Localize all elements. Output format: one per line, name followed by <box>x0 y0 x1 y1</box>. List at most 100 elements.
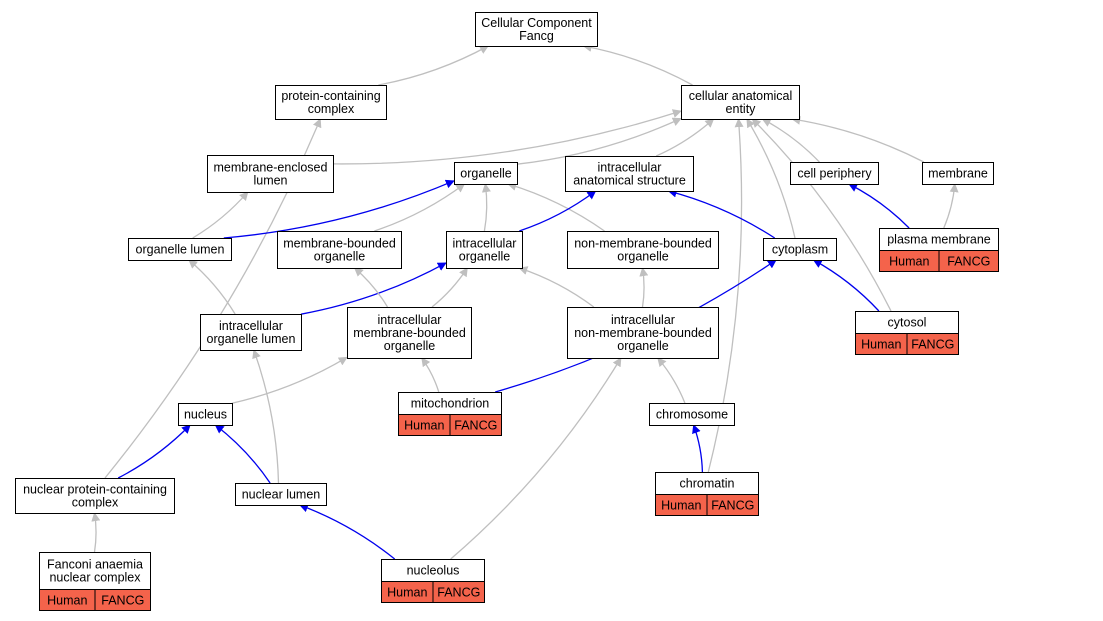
edge-is-a-orglumen-to-mel <box>192 191 249 239</box>
node-organelle[interactable]: organelle <box>454 162 518 185</box>
gene-badge: FANCG <box>938 250 999 272</box>
node-box <box>649 403 735 426</box>
node-label-line: membrane-bounded <box>283 237 396 251</box>
node-label-line: organelle lumen <box>207 332 296 346</box>
edge-is-a-ias-to-cae <box>655 118 715 157</box>
node-label-line: organelle <box>460 167 511 181</box>
node-box <box>128 238 232 261</box>
node-box <box>565 156 694 192</box>
node-box <box>567 307 719 359</box>
gene-badge: FANCG <box>432 581 485 603</box>
edge-part-of-cytoplasm-to-ias <box>667 188 776 239</box>
node-box <box>922 162 994 185</box>
node-nucleus[interactable]: nucleus <box>178 403 233 426</box>
edge-part-of-npcc-to-nucleus <box>117 424 191 479</box>
node-box <box>277 231 402 269</box>
edge-is-a-mito-to-imbo <box>421 357 440 393</box>
node-box <box>454 162 518 185</box>
gene-badge: FANCG <box>94 589 151 611</box>
node-label-line: membrane <box>928 167 988 181</box>
node-label-line: chromatin <box>680 477 735 491</box>
node-inmbo[interactable]: intracellularnon-membrane-boundedorganel… <box>567 307 719 359</box>
node-label-line: cytosol <box>888 316 927 330</box>
edge-part-of-io-to-ias <box>519 190 597 232</box>
node-chromosome[interactable]: chromosome <box>649 403 735 426</box>
edge-is-a-io-to-organelle <box>481 183 491 232</box>
node-box <box>178 403 233 426</box>
edge-is-a-nl-to-iol <box>252 349 280 484</box>
node-label-line: organelle <box>384 339 435 353</box>
node-box <box>567 231 719 269</box>
node-box <box>347 307 472 359</box>
node-cytoplasm[interactable]: cytoplasm <box>763 238 837 261</box>
edge-is-a-inmbo-to-io <box>518 266 595 308</box>
edge-is-a-mel-to-cae <box>332 109 682 165</box>
node-membrane[interactable]: membrane <box>922 162 994 185</box>
node-label-line: organelle <box>314 250 365 264</box>
species-badge: Human <box>879 250 940 272</box>
species-badge: Human <box>398 414 451 436</box>
node-box <box>681 85 800 120</box>
node-cellper[interactable]: cell periphery <box>790 162 879 185</box>
node-box <box>763 238 837 261</box>
node-label-line: membrane-bounded <box>353 326 466 340</box>
node-label-line: intracellular <box>453 237 517 251</box>
species-badge: Human <box>855 333 908 355</box>
svg-text:Human: Human <box>47 594 87 608</box>
node-box <box>200 314 302 351</box>
node-box <box>275 85 387 120</box>
node-label-line: nucleus <box>184 408 227 422</box>
edge-is-a-mbo-to-organelle <box>374 183 466 232</box>
edge-is-a-cellper-to-cae <box>761 118 820 163</box>
edge-part-of-nucleolus-to-nl <box>298 503 396 560</box>
edge-is-a-pcc-to-root <box>378 45 489 86</box>
edge-part-of-chromatin-to-chromosome <box>692 424 704 473</box>
svg-text:Human: Human <box>387 586 427 600</box>
node-label-line: chromosome <box>656 408 728 422</box>
node-label-line: lumen <box>253 174 287 188</box>
node-label-line: organelle <box>617 250 668 264</box>
gene-badge: FANCG <box>906 333 959 355</box>
species-badge: Human <box>655 494 708 516</box>
node-label-line: membrane-enclosed <box>214 161 328 175</box>
node-label-line: intracellular <box>611 313 675 327</box>
node-label-line: nuclear lumen <box>242 488 321 502</box>
node-label-line: anatomical structure <box>573 174 686 188</box>
node-label-line: organelle lumen <box>136 243 225 257</box>
node-label-line: nucleolus <box>407 564 460 578</box>
svg-text:Human: Human <box>861 338 901 352</box>
node-label-line: organelle <box>617 339 668 353</box>
node-box <box>446 231 523 269</box>
edge-is-a-inmbo-to-nmbo <box>639 267 649 308</box>
node-label-line: nuclear complex <box>49 571 141 585</box>
node-label-line: Fancg <box>519 29 554 43</box>
svg-text:FANCG: FANCG <box>911 338 954 352</box>
svg-text:Human: Human <box>889 255 929 269</box>
svg-text:FANCG: FANCG <box>101 594 144 608</box>
edge-is-a-imbo-to-mbo <box>353 267 389 308</box>
node-label-line: protein-containing <box>281 89 380 103</box>
node-nl[interactable]: nuclear lumen <box>235 483 327 506</box>
node-box <box>790 162 879 185</box>
node-orglumen[interactable]: organelle lumen <box>128 238 232 261</box>
edge-is-a-chromatin-to-cae <box>707 118 744 473</box>
